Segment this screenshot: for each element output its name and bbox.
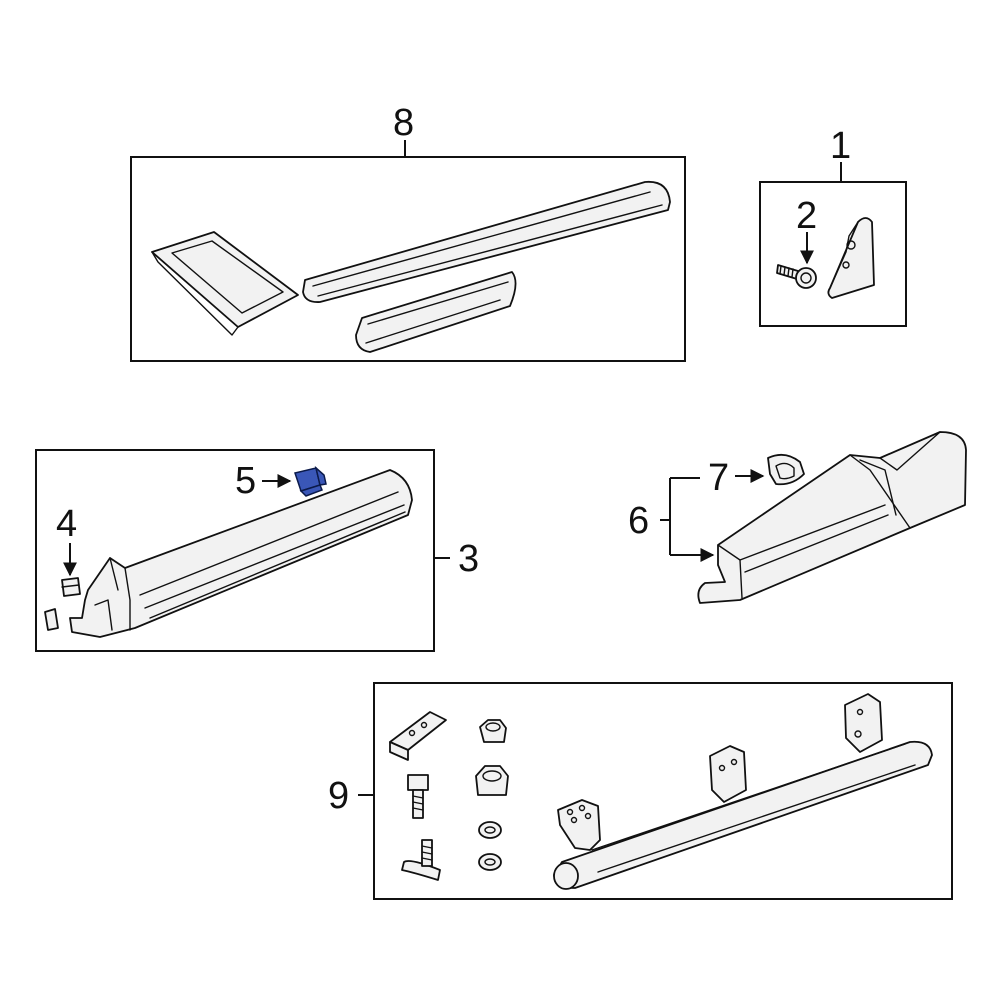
- step-garnish[interactable]: [697, 431, 967, 604]
- group-8-molding-kit: 8: [130, 102, 686, 362]
- group-9-running-board: 9: [328, 682, 953, 900]
- retainer-clip-part-5[interactable]: [294, 465, 327, 497]
- callout-1[interactable]: 1: [830, 125, 851, 167]
- lower-molding[interactable]: [355, 271, 517, 353]
- callout-8[interactable]: 8: [393, 102, 414, 144]
- callout-3[interactable]: 3: [458, 538, 479, 580]
- callout-6[interactable]: 6: [628, 500, 649, 542]
- frame-9: [373, 682, 953, 900]
- washer-upper[interactable]: [478, 821, 502, 839]
- group-3-rocker-molding: 3 5 4: [35, 449, 479, 652]
- bolt-part-2[interactable]: [776, 264, 817, 289]
- frame-3: [35, 449, 435, 652]
- small-clip[interactable]: [44, 608, 59, 631]
- callout-4[interactable]: 4: [56, 503, 77, 545]
- rocker-molding[interactable]: [69, 469, 413, 638]
- extension-panel[interactable]: [827, 217, 875, 299]
- group-6-step-garnish: 6 7: [628, 431, 967, 604]
- adhesive-pad[interactable]: [151, 231, 299, 336]
- upper-molding[interactable]: [302, 180, 671, 303]
- bracket-hardware[interactable]: [389, 711, 447, 761]
- fastener-part-4[interactable]: [61, 577, 81, 597]
- group-1-extension: 1 2: [759, 125, 907, 327]
- flange-bolt[interactable]: [407, 774, 429, 819]
- callout-9[interactable]: 9: [328, 775, 349, 817]
- callout-5[interactable]: 5: [235, 460, 256, 502]
- frame-8: [130, 156, 686, 362]
- callout-7[interactable]: 7: [708, 457, 729, 499]
- running-board-tube[interactable]: [553, 693, 933, 890]
- flange-nut-small[interactable]: [479, 719, 507, 743]
- callout-2[interactable]: 2: [796, 195, 817, 237]
- flange-nut-large[interactable]: [475, 765, 509, 796]
- clip-part-7[interactable]: [767, 453, 805, 486]
- t-bolt[interactable]: [401, 839, 441, 881]
- washer-lower[interactable]: [478, 853, 502, 871]
- frame-1: [759, 181, 907, 327]
